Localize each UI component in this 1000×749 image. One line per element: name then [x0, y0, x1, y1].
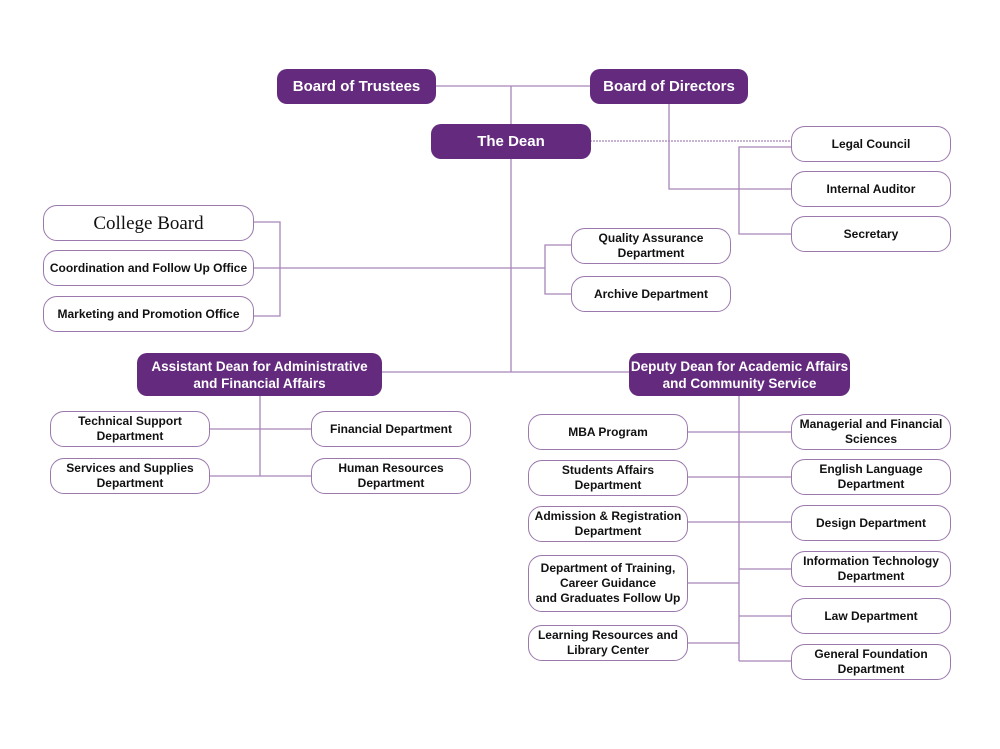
- college-board-label: College Board: [93, 212, 204, 234]
- secretary-node[interactable]: Secretary: [791, 216, 951, 252]
- students-affairs-label: Students Affairs Department: [561, 463, 655, 492]
- design-department-node[interactable]: Design Department: [791, 505, 951, 541]
- law-department-node[interactable]: Law Department: [791, 598, 951, 634]
- managerial-financial-label: Managerial and Financial Sciences: [799, 417, 943, 446]
- dean-node[interactable]: The Dean: [431, 124, 591, 159]
- general-foundation-node[interactable]: General Foundation Department: [791, 644, 951, 680]
- deputy-dean-node[interactable]: Deputy Dean for Academic Affairs and Com…: [629, 353, 850, 396]
- board-of-trustees-node[interactable]: Board of Trustees: [277, 69, 436, 104]
- learning-resources-label: Learning Resources and Library Center: [537, 628, 679, 657]
- admission-registration-node[interactable]: Admission & Registration Department: [528, 506, 688, 542]
- mba-program-node[interactable]: MBA Program: [528, 414, 688, 450]
- connector-directors-auditor: [668, 103, 791, 190]
- archive-department-label: Archive Department: [593, 286, 709, 301]
- internal-auditor-label: Internal Auditor: [826, 181, 916, 196]
- training-career-label: Department of Training, Career Guidance …: [535, 561, 681, 605]
- services-supplies-node[interactable]: Services and Supplies Department: [50, 458, 210, 494]
- training-career-node[interactable]: Department of Training, Career Guidance …: [528, 555, 688, 612]
- board-of-trustees-label: Board of Trustees: [292, 78, 421, 95]
- coordination-office-node[interactable]: Coordination and Follow Up Office: [43, 250, 254, 286]
- board-of-directors-node[interactable]: Board of Directors: [590, 69, 748, 104]
- learning-resources-node[interactable]: Learning Resources and Library Center: [528, 625, 688, 661]
- dean-label: The Dean: [477, 133, 545, 150]
- law-department-label: Law Department: [824, 608, 918, 623]
- deputy-dean-label: Deputy Dean for Academic Affairs and Com…: [630, 358, 849, 391]
- financial-department-label: Financial Department: [329, 421, 453, 436]
- connector-legal-secretary: [738, 146, 791, 235]
- services-supplies-label: Services and Supplies Department: [66, 461, 194, 490]
- design-department-label: Design Department: [815, 515, 927, 530]
- connector-center-units: [544, 244, 571, 295]
- technical-support-node[interactable]: Technical Support Department: [50, 411, 210, 447]
- english-language-label: English Language Department: [819, 462, 923, 491]
- legal-council-label: Legal Council: [831, 136, 911, 151]
- board-of-directors-label: Board of Directors: [603, 78, 735, 95]
- students-affairs-node[interactable]: Students Affairs Department: [528, 460, 688, 496]
- quality-assurance-label: Quality Assurance Department: [598, 231, 704, 260]
- college-board-node[interactable]: College Board: [43, 205, 254, 241]
- coordination-office-label: Coordination and Follow Up Office: [49, 260, 248, 275]
- human-resources-label: Human Resources Department: [338, 461, 444, 490]
- information-technology-label: Information Technology Department: [803, 554, 939, 583]
- managerial-financial-node[interactable]: Managerial and Financial Sciences: [791, 414, 951, 450]
- archive-department-node[interactable]: Archive Department: [571, 276, 731, 312]
- legal-council-node[interactable]: Legal Council: [791, 126, 951, 162]
- financial-department-node[interactable]: Financial Department: [311, 411, 471, 447]
- secretary-label: Secretary: [843, 226, 899, 241]
- human-resources-node[interactable]: Human Resources Department: [311, 458, 471, 494]
- assistant-dean-node[interactable]: Assistant Dean for Administrative and Fi…: [137, 353, 382, 396]
- admission-registration-label: Admission & Registration Department: [534, 509, 682, 538]
- information-technology-node[interactable]: Information Technology Department: [791, 551, 951, 587]
- quality-assurance-node[interactable]: Quality Assurance Department: [571, 228, 731, 264]
- internal-auditor-node[interactable]: Internal Auditor: [791, 171, 951, 207]
- general-foundation-label: General Foundation Department: [814, 647, 928, 676]
- technical-support-label: Technical Support Department: [78, 414, 182, 443]
- marketing-office-label: Marketing and Promotion Office: [57, 306, 240, 321]
- assistant-dean-label: Assistant Dean for Administrative and Fi…: [151, 358, 368, 391]
- marketing-office-node[interactable]: Marketing and Promotion Office: [43, 296, 254, 332]
- connector-left-offices: [253, 221, 281, 317]
- mba-program-label: MBA Program: [568, 424, 648, 439]
- english-language-node[interactable]: English Language Department: [791, 459, 951, 495]
